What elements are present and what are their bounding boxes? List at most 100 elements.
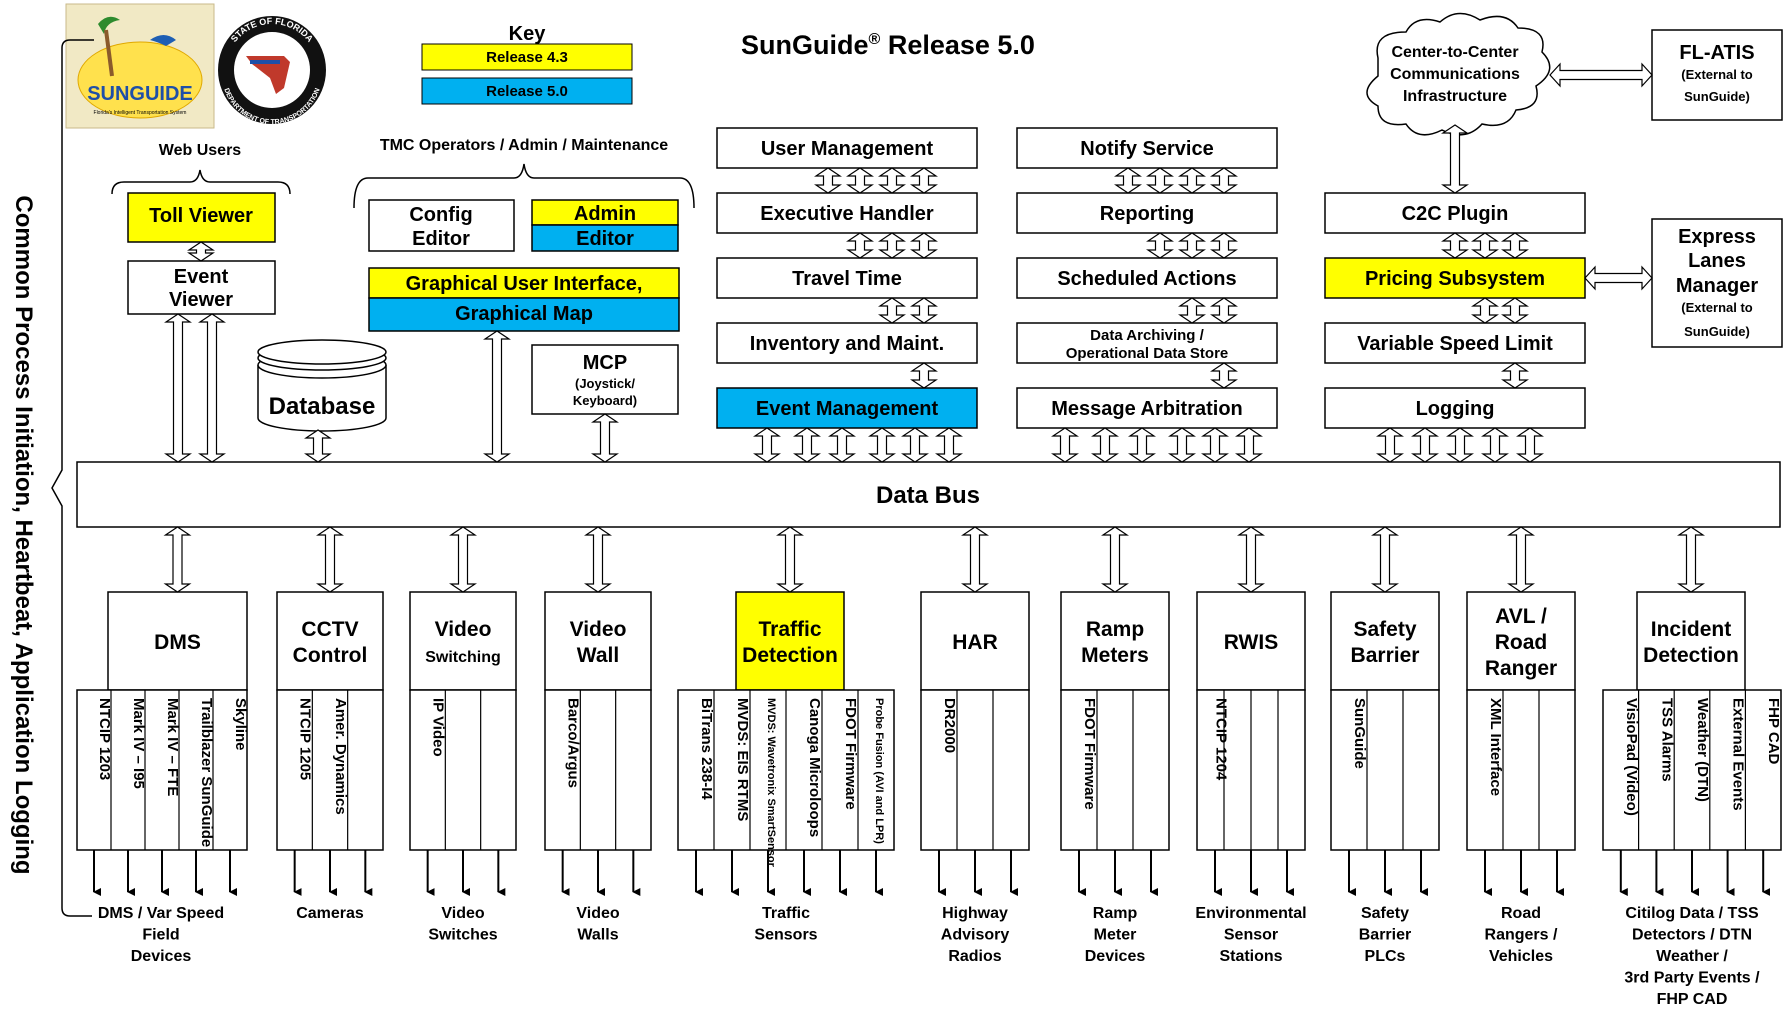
arrow-event-viewer-bus-1 [164,313,192,463]
driver-label: Weather (DTN) [1694,698,1711,802]
device-label: Sensors [754,927,817,944]
device-label: Devices [1085,948,1146,965]
device-label: Barrier [1359,927,1411,944]
subsystem-box-3 [544,591,652,691]
subsystem-name: Incident [1651,618,1732,641]
elm-label-3: Manager [1676,275,1758,297]
elm-label-4: (External to [1681,300,1753,315]
service-label: Travel Time [792,268,902,290]
mcp-label-1: MCP [583,352,627,374]
subsystem-name: Ramp [1086,618,1144,641]
service-box-col3-2 [1324,322,1586,364]
arrow-col-link [1471,297,1499,324]
service-label: Logging [1416,398,1495,420]
event-viewer-label-2: Viewer [169,289,233,311]
arrow-col-link [1178,232,1206,259]
arrow-bus-subsystem-4 [776,526,804,593]
database-label: Database [269,393,376,420]
driver-label: DR2000 [941,698,958,753]
arrow-col3-bus [1376,427,1404,463]
driver-label: Probe Fusion (AVI and LPR) [873,698,885,844]
driver-label: FDOT Firmware [842,698,859,810]
arrow-toll-event [187,241,215,262]
driver-label: IP Video [430,698,447,757]
subsystem-name: Detection [742,644,838,667]
arrow-col-link [910,362,938,389]
service-label: Operational Data Store [1066,345,1229,362]
arrow-bus-subsystem-8 [1371,526,1399,593]
driver-label: Skyline [232,698,249,751]
gui-label-2: Graphical Map [455,303,593,325]
subsystem-box-10 [1636,591,1746,691]
driver-label: MVDS: EIS RTMS [734,698,751,821]
device-label: Weather / [1656,948,1728,965]
service-box-col2-4 [1016,387,1278,429]
arrow-bus-subsystem-7 [1237,526,1265,593]
driver-label: Trailblazer SunGuide [198,698,215,847]
service-label: Message Arbitration [1051,398,1243,420]
arrow-col-link [1210,232,1238,259]
driver-label: Mark IV – FTE [164,698,181,796]
driver-label: BiTrans 238-I4 [698,698,715,800]
cloud-label-2: Communications [1390,66,1520,83]
subsystem-name: Video [435,618,492,641]
driver-box-6 [1060,689,1170,851]
database-cylinder: Database [257,339,387,432]
arrow-col1-bus [828,427,856,463]
web-users-brace [111,169,291,195]
key-release-43-swatch [421,43,633,71]
subsystem-name: Detection [1643,644,1739,667]
tmc-brace [353,163,695,209]
driver-label: Barco/Argus [565,698,582,788]
mcp-label-3: Keyboard) [573,393,637,408]
driver-box-5 [920,689,1030,851]
data-bus-label: Data Bus [876,482,980,509]
service-label: Reporting [1100,203,1194,225]
arrow-col-link [1114,167,1142,194]
device-label: Traffic [762,905,810,922]
subsystem-name: DMS [154,631,201,654]
device-label: Radios [948,948,1001,965]
driver-box-3 [544,689,652,851]
config-editor-label-2: Editor [412,228,470,250]
device-label: Rangers / [1485,927,1558,944]
arrow-col-link [1210,362,1238,389]
service-label: Event Management [756,398,939,420]
side-label: Common Process Initiation, Heartbeat, Ap… [10,195,37,874]
driver-label: NTCIP 1203 [96,698,113,780]
subsystem-box-4 [735,591,845,691]
device-label: Sensor [1224,927,1278,944]
arrow-col3-bus [1481,427,1509,463]
subsystem-box-7 [1196,591,1306,691]
device-label: Safety [1361,905,1409,922]
service-label: C2C Plugin [1402,203,1509,225]
arrow-col1-bus [793,427,821,463]
device-label: Highway [942,905,1008,922]
service-label: Data Archiving / [1090,327,1204,344]
driver-label: Mark IV – I95 [130,698,147,789]
arrow-col-link [846,167,874,194]
arrow-col-link [878,297,906,324]
page-title: SunGuide® Release 5.0 [741,30,1035,60]
device-label: 3rd Party Events / [1624,970,1760,987]
service-label: Notify Service [1080,138,1213,160]
device-label: FHP CAD [1657,991,1728,1008]
driver-label: FDOT Firmware [1081,698,1098,810]
cloud-c2c: Center-to-Center Communications Infrastr… [1366,12,1551,136]
arrow-col2-bus [1051,427,1079,463]
subsystem-name: CCTV [301,618,358,641]
config-editor-box [368,199,515,252]
arrow-col2-bus [1128,427,1156,463]
arrow-col1-bus [935,427,963,463]
express-lanes-box [1651,218,1783,348]
subsystem-name: Video [570,618,627,641]
data-bus [76,461,1781,528]
editor-box [531,224,679,252]
service-box-user-management [716,127,978,169]
arrow-bus-subsystem-5 [961,526,989,593]
arrow-col3-bus [1516,427,1544,463]
logo-wordmark: SUNGUIDE [87,83,193,105]
subsystem-name: Ranger [1485,657,1557,680]
device-label: DMS / Var Speed [98,905,224,922]
